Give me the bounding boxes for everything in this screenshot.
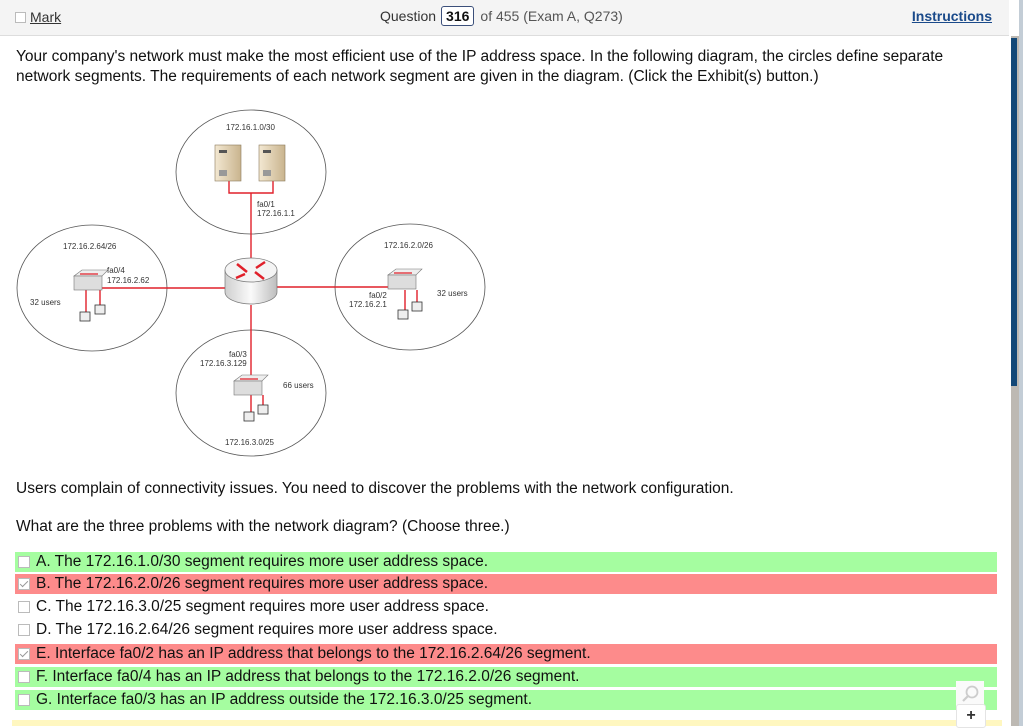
- server-icon: [258, 144, 286, 182]
- scrollbar-thumb[interactable]: [1011, 38, 1017, 386]
- pc-icon: [79, 311, 91, 322]
- answer-option-c[interactable]: C. The 172.16.3.0/25 segment requires mo…: [15, 597, 997, 617]
- window-edge: [1019, 0, 1023, 726]
- question-number-input[interactable]: 316: [441, 6, 475, 26]
- answer-option-g[interactable]: G. Interface fa0/3 has an IP address out…: [15, 690, 997, 710]
- question-header: Mark Question 316 of 455 (Exam A, Q273) …: [0, 0, 1009, 36]
- question-label: Question: [380, 8, 437, 24]
- left-subnet-label: 172.16.2.64/26: [63, 242, 117, 251]
- answer-option-e[interactable]: E. Interface fa0/2 has an IP address tha…: [15, 644, 997, 664]
- answer-option-b[interactable]: B. The 172.16.2.0/26 segment requires mo…: [15, 574, 997, 594]
- pc-icon: [397, 309, 409, 320]
- option-label: C. The 172.16.3.0/25 segment requires mo…: [36, 598, 489, 615]
- instructions-link[interactable]: Instructions: [911, 8, 992, 24]
- bottom-users-label: 66 users: [283, 381, 314, 390]
- checkbox[interactable]: [18, 624, 30, 636]
- question-prompt: What are the three problems with the net…: [16, 518, 510, 535]
- zoom-button[interactable]: [956, 681, 984, 707]
- option-label: E. Interface fa0/2 has an IP address tha…: [36, 645, 591, 662]
- option-label: G. Interface fa0/3 has an IP address out…: [36, 691, 533, 708]
- switch-icon: [73, 269, 109, 291]
- switch-icon: [387, 268, 423, 290]
- zoom-in-button[interactable]: +: [956, 704, 986, 728]
- question-text: Your company's network must make the mos…: [16, 48, 944, 85]
- right-iface-label: fa0/2: [369, 291, 387, 300]
- router-icon: [224, 257, 278, 305]
- mark-checkbox[interactable]: Mark: [15, 9, 61, 25]
- checkbox[interactable]: [18, 648, 30, 660]
- top-subnet-label: 172.16.1.0/30: [226, 123, 275, 132]
- pc-icon: [243, 411, 255, 422]
- option-label: A. The 172.16.1.0/30 segment requires mo…: [36, 553, 489, 570]
- magnifier-icon: [962, 685, 979, 702]
- server-icon: [214, 144, 242, 182]
- option-label: F. Interface fa0/4 has an IP address tha…: [36, 668, 580, 685]
- mark-label: Mark: [30, 9, 62, 25]
- switch-icon: [233, 374, 269, 396]
- checkbox[interactable]: [18, 578, 30, 590]
- links: [85, 180, 418, 412]
- question-counter: Question 316 of 455 (Exam A, Q273): [380, 6, 623, 26]
- top-ip-label: 172.16.1.1: [257, 209, 295, 218]
- scenario-text: Users complain of connectivity issues. Y…: [16, 480, 734, 497]
- answer-option-f[interactable]: F. Interface fa0/4 has an IP address tha…: [15, 667, 997, 687]
- answer-option-d[interactable]: D. The 172.16.2.64/26 segment requires m…: [15, 620, 997, 640]
- pc-icon: [94, 304, 106, 315]
- right-users-label: 32 users: [437, 289, 468, 298]
- checkbox[interactable]: [18, 556, 30, 568]
- checkbox[interactable]: [15, 11, 26, 23]
- left-iface-label: fa0/4: [107, 266, 125, 275]
- checkbox[interactable]: [18, 694, 30, 706]
- option-label: D. The 172.16.2.64/26 segment requires m…: [36, 621, 498, 638]
- answer-option-a[interactable]: A. The 172.16.1.0/30 segment requires mo…: [15, 552, 997, 572]
- network-diagram: 172.16.1.0/30 fa0/1 172.16.1.1 172.16.2.…: [16, 109, 486, 457]
- left-ip-label: 172.16.2.62: [107, 276, 150, 285]
- option-label: B. The 172.16.2.0/26 segment requires mo…: [36, 575, 489, 592]
- left-users-label: 32 users: [30, 298, 61, 307]
- checkbox[interactable]: [18, 601, 30, 613]
- question-total: of 455 (Exam A, Q273): [480, 8, 623, 24]
- bottom-ip-label: 172.16.3.129: [200, 359, 247, 368]
- explanation-bar: [12, 720, 1002, 726]
- bottom-iface-label: fa0/3: [229, 350, 247, 359]
- checkbox[interactable]: [18, 671, 30, 683]
- right-subnet-label: 172.16.2.0/26: [384, 241, 433, 250]
- pc-icon: [257, 404, 269, 415]
- pc-icon: [411, 301, 423, 312]
- top-iface-label: fa0/1: [257, 200, 275, 209]
- plus-icon: +: [966, 707, 976, 724]
- bottom-subnet-label: 172.16.3.0/25: [225, 438, 274, 447]
- right-ip-label: 172.16.2.1: [349, 300, 387, 309]
